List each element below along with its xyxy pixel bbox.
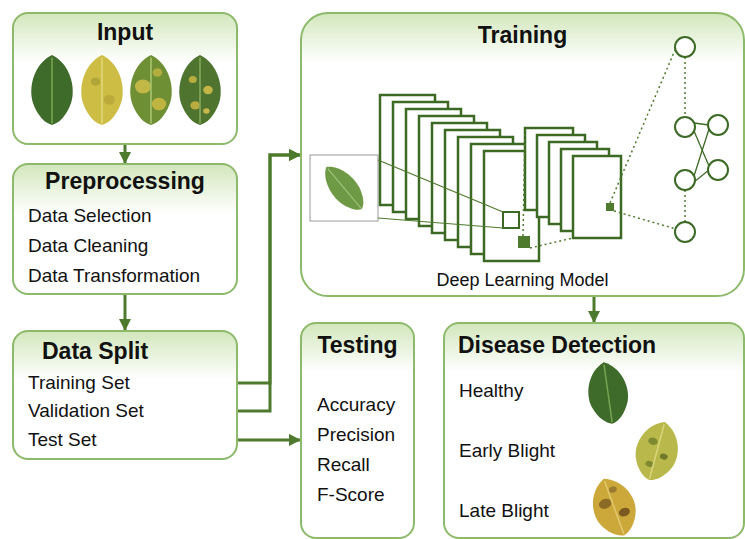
- input-leaves: [199, 58, 201, 124]
- box-heading: Testing: [317, 332, 397, 358]
- dotted-connections: [614, 211, 676, 229]
- list-item: Training Set: [28, 372, 130, 394]
- input-leaves: [130, 55, 171, 125]
- list-item: Late Blight: [459, 500, 549, 522]
- late-blight-leaf: [618, 506, 631, 518]
- input-box: Input: [12, 12, 238, 145]
- input-image: [310, 155, 378, 221]
- box-heading: Preprocessing: [45, 168, 205, 194]
- feature-maps-2: [573, 156, 621, 238]
- input-leaves: [31, 55, 220, 125]
- feature-maps-1: [518, 236, 530, 248]
- input-image: [316, 159, 371, 218]
- input-image: [328, 169, 361, 209]
- input-leaves: [101, 58, 103, 124]
- dotted-connections: [684, 190, 686, 222]
- input-leaves: [104, 95, 115, 105]
- box-heading: Disease Detection: [458, 332, 656, 358]
- healthy-leaf: [604, 365, 612, 423]
- input-leaves: [153, 68, 163, 76]
- cnn-illustration: [300, 12, 745, 297]
- feature-maps-1: [503, 212, 519, 228]
- input-leaves: [135, 80, 151, 94]
- early-blight-leaf: [650, 424, 665, 478]
- neuron-circles: [708, 115, 728, 135]
- receptive-field-lines: [378, 218, 503, 228]
- box-heading: Input: [97, 19, 153, 45]
- flow-arrow: [124, 145, 127, 163]
- list-item: Early Blight: [459, 440, 555, 462]
- neuron-circles: [675, 37, 728, 242]
- list-item: Precision: [317, 424, 395, 446]
- dense-connections: [694, 123, 709, 125]
- input-leaves: [31, 55, 72, 125]
- neuron-circles: [675, 37, 695, 57]
- list-item: Data Selection: [28, 205, 152, 227]
- list-item: Healthy: [459, 380, 523, 402]
- list-item: Recall: [317, 454, 370, 476]
- training-box: TrainingDeep Learning Model: [300, 12, 745, 297]
- input-leaves: [91, 77, 101, 85]
- dotted-connections: [523, 50, 685, 248]
- box-heading: Training: [478, 22, 567, 48]
- list-item: Test Set: [28, 429, 97, 451]
- feature-maps-2: [525, 128, 621, 238]
- preprocessing-box: PreprocessingData SelectionData Cleaning…: [12, 163, 238, 295]
- early-blight-leaf: [659, 453, 668, 461]
- input-leaves: [179, 55, 220, 125]
- receptive-field-lines: [378, 160, 503, 228]
- flow-arrow: [238, 155, 300, 411]
- healthy-leaf: [584, 360, 632, 427]
- detection-box: Disease DetectionHealthyEarly BlightLate…: [443, 322, 745, 539]
- input-leaves: [152, 98, 166, 111]
- input-leaves: [81, 55, 122, 125]
- input-leaves: [130, 55, 171, 125]
- list-item: F-Score: [317, 484, 385, 506]
- flow-arrow: [238, 438, 300, 441]
- input-image: [316, 159, 371, 218]
- list-item: Validation Set: [28, 400, 144, 422]
- flow-arrow: [124, 295, 127, 330]
- input-leaves: [190, 101, 200, 109]
- neuron-circles: [675, 222, 695, 242]
- input-leaves: [81, 55, 122, 125]
- dotted-connections: [530, 238, 573, 248]
- input-leaves: [31, 55, 72, 125]
- dense-connections: [694, 129, 709, 176]
- box-heading: Data Split: [42, 338, 148, 364]
- list-item: Data Cleaning: [28, 235, 148, 257]
- input-leaves: [203, 108, 209, 114]
- input-image: [310, 155, 378, 221]
- data-split-box: Data SplitTraining SetValidation SetTest…: [12, 330, 238, 460]
- model-label: Deep Learning Model: [436, 270, 608, 291]
- flow-arrow: [593, 297, 596, 322]
- dotted-connections: [610, 50, 675, 203]
- dense-connections: [694, 123, 709, 182]
- late-blight-leaf: [584, 472, 644, 539]
- input-leaves: [150, 58, 152, 124]
- input-leaves: [179, 55, 220, 125]
- neuron-circles: [675, 117, 695, 137]
- dense-connections: [694, 170, 709, 182]
- input-leaves: [203, 86, 213, 94]
- late-blight-leaf: [584, 472, 644, 539]
- list-item: Data Transformation: [28, 265, 200, 287]
- healthy-leaf: [584, 360, 632, 427]
- late-blight-leaf: [605, 481, 624, 534]
- early-blight-leaf: [629, 417, 685, 486]
- early-blight-leaf: [629, 417, 685, 486]
- testing-box: TestingAccuracyPrecisionRecallF-Score: [300, 322, 415, 539]
- input-leaves: [51, 58, 53, 124]
- neuron-circles: [675, 170, 695, 190]
- feature-maps-2: [606, 203, 614, 211]
- dotted-connections: [523, 130, 525, 236]
- feature-maps-1: [380, 95, 539, 261]
- list-item: Accuracy: [317, 394, 395, 416]
- dotted-connections: [684, 57, 686, 117]
- early-blight-leaf: [647, 437, 658, 446]
- receptive-field-lines: [378, 160, 503, 212]
- neuron-circles: [708, 160, 728, 180]
- input-leaves: [189, 76, 197, 83]
